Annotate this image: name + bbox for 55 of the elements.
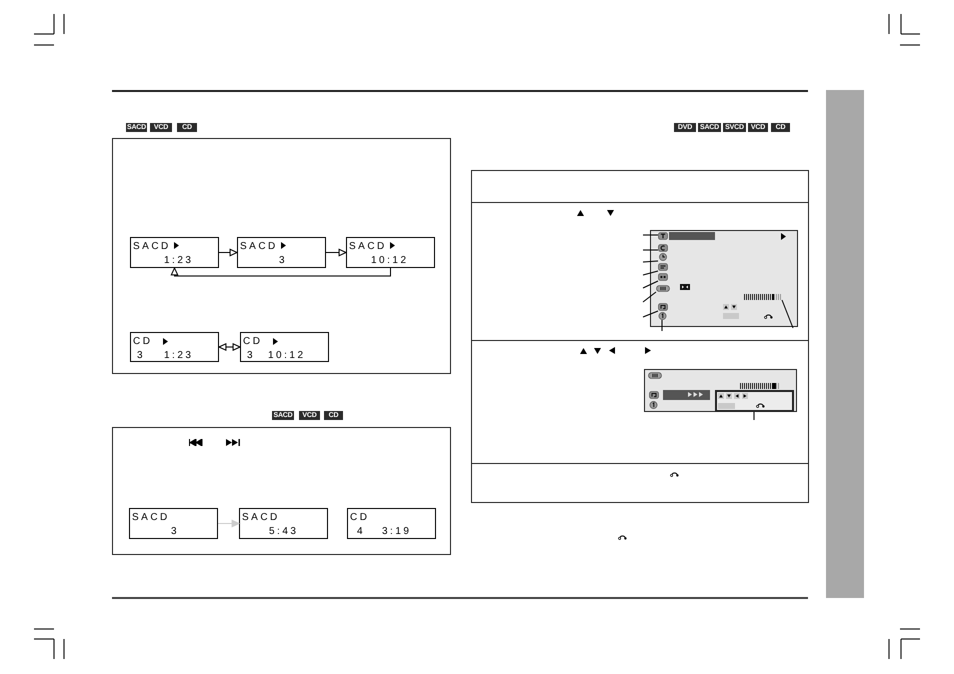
track-number: 3 [137, 350, 146, 361]
side-tab [826, 90, 864, 598]
disc-type-label: SACD [349, 241, 387, 252]
track-number: 4 [357, 526, 366, 537]
time-readout: 1:23 [164, 350, 194, 361]
leader-line [642, 260, 658, 262]
leader-line [642, 292, 656, 302]
arrow [170, 268, 391, 276]
repeat-icon [658, 303, 668, 311]
time-readout: 10:12 [268, 350, 306, 361]
striped-pill-icon [656, 285, 670, 292]
disc-type-label: SACD [242, 512, 280, 523]
disc-type-label: CD [350, 512, 370, 523]
time-readout: 10:12 [371, 255, 409, 266]
disc-type-label: CD [243, 336, 262, 347]
key-guide-panel [715, 390, 794, 412]
level-meter [744, 294, 782, 300]
display-panel [239, 508, 328, 539]
time-readout: 1:23 [164, 255, 194, 266]
leader-line [642, 280, 658, 288]
display-panel [346, 237, 435, 268]
menu-screen [644, 369, 797, 412]
arrow [218, 520, 240, 528]
disc-type-label: SACD [240, 241, 278, 252]
leader-line [642, 310, 658, 318]
clock-icon [658, 253, 668, 261]
track-number: 3 [279, 255, 288, 266]
time-readout: 3:19 [382, 526, 412, 537]
display-panel [237, 237, 326, 268]
track-number: 3 [171, 526, 180, 537]
display-panel [129, 508, 218, 539]
leader-line [642, 234, 658, 236]
arrow [326, 248, 346, 256]
cassette-icon [658, 273, 668, 281]
arrow [218, 248, 238, 256]
leader-line [782, 300, 794, 328]
disc-type-label: SACD [133, 241, 171, 252]
display-panel [347, 508, 436, 539]
display-panel [130, 332, 219, 362]
number-one-icon [658, 312, 667, 320]
letter-t-icon [658, 232, 668, 240]
disc-type-label: SACD [132, 512, 170, 523]
letter-c-icon [658, 244, 668, 252]
menu-screen [650, 230, 798, 327]
time-readout: 5:43 [269, 526, 298, 537]
display-panel [240, 332, 329, 362]
display-panel [130, 237, 219, 268]
settings-table [471, 170, 809, 503]
leader-line [642, 270, 658, 276]
instruction-panel [112, 427, 451, 555]
instruction-panel [112, 138, 451, 374]
disc-type-label: CD [133, 336, 152, 347]
double-arrow [218, 343, 240, 351]
text-lines-icon [658, 263, 668, 271]
track-number: 3 [247, 350, 256, 361]
